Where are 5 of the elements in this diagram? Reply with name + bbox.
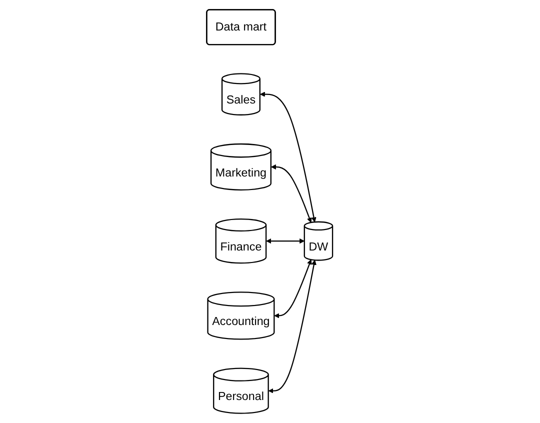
arrow [260, 92, 317, 222]
arrow [266, 238, 306, 244]
arrow [271, 164, 312, 223]
arrow [268, 260, 317, 394]
arrow [274, 259, 312, 318]
